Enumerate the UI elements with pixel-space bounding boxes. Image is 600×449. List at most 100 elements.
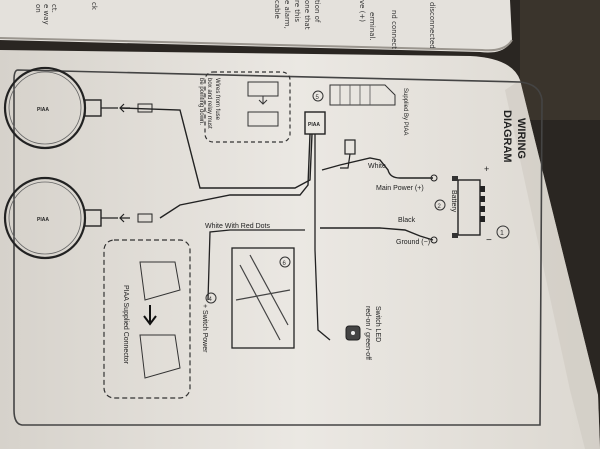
main-power-label: Main Power (+)	[376, 185, 424, 192]
connector-illustration-top	[139, 261, 181, 301]
battery: Battery + −	[450, 164, 492, 246]
fuse-wire	[340, 153, 351, 169]
top-page-line: one that	[303, 0, 311, 30]
left-margin-line: on	[34, 4, 42, 13]
page-curl-shadow	[505, 80, 600, 449]
top-page-text-block: disconnected nd connect	[390, 2, 436, 49]
left-margin-text: ck	[90, 2, 98, 11]
main-page	[0, 50, 600, 449]
relay-holder-icon	[247, 111, 279, 127]
fuse-note-text: Wires from fuse box and relay must be po…	[198, 78, 220, 129]
battery-minus-sign: −	[486, 235, 492, 246]
part-detail	[339, 85, 371, 105]
piaa-connector-box: PIAA Supplied Connector	[103, 239, 191, 399]
switch-wire	[314, 134, 331, 341]
step-circle	[205, 292, 217, 304]
ground-label: Ground (−)	[396, 239, 430, 246]
title-line-1: WIRING	[515, 118, 527, 159]
switch-led-sublabel: red-on / green-off	[364, 306, 371, 360]
white-red-dots-label: White With Red Dots	[205, 223, 270, 230]
white-red-dots-wire	[207, 229, 305, 301]
lamp-lens	[8, 71, 82, 145]
fog-lamp-upper: PIAA	[3, 66, 153, 150]
step-circle	[312, 90, 324, 102]
lamp-brand: PIAA	[37, 217, 49, 223]
ring-terminal	[430, 174, 438, 182]
dashed-box	[103, 239, 191, 399]
top-page-text-block-2: ve (+) erminal.	[358, 0, 376, 41]
top-page-line: erminal.	[368, 12, 376, 41]
fuse-note-box: Wires from fuse box and relay must be po…	[198, 71, 291, 143]
switch-label-group: Switch LED red-on / green-off	[364, 306, 381, 360]
piaa-connector-label: PIAA Supplied Connector	[122, 285, 129, 365]
lamp-brand: PIAA	[37, 107, 49, 113]
left-margin-line: ck	[90, 2, 98, 11]
lamp-lens	[8, 181, 82, 255]
top-page-line: disconnected	[428, 2, 436, 49]
background-object	[520, 0, 600, 120]
relay-brand: PIAA	[308, 122, 320, 128]
top-page-line: tion of	[313, 0, 321, 23]
top-page-line: nd connect	[390, 10, 398, 49]
title-group: WIRING DIAGRAM	[501, 110, 527, 163]
left-margin-text-2: on e way ct.	[34, 4, 58, 25]
battery-plus-sign: +	[484, 164, 489, 174]
top-page-text-block-3: tion of one that re this e alarm, cable	[273, 0, 321, 30]
switch-led	[351, 331, 355, 335]
lamp-harness-wire-upper	[119, 107, 313, 189]
step-number: 2	[438, 204, 442, 210]
title-line-2: DIAGRAM	[501, 110, 513, 163]
battery-cell	[480, 196, 485, 202]
white-wire-label: White	[368, 163, 386, 170]
step-number: 4	[209, 297, 213, 303]
wire-tie-inset: 6	[231, 247, 295, 349]
inset-illustration	[235, 254, 291, 341]
battery-terminal-negative	[452, 233, 458, 238]
down-arrow-icon	[143, 305, 157, 326]
battery-cell	[480, 216, 485, 222]
battery-cell	[480, 186, 485, 192]
arrow-left-icon	[119, 213, 130, 223]
step-circle	[434, 199, 446, 211]
left-margin-line: e way	[42, 4, 50, 25]
diagram-frame	[13, 69, 543, 426]
ground-wire	[320, 227, 434, 241]
switch-power-group: + Switch Power	[201, 304, 208, 353]
battery-terminal-positive	[452, 176, 458, 181]
part-outline	[329, 84, 396, 106]
battery-cell	[480, 206, 485, 212]
supplied-by-piaa-label: Supplied By PIAA	[402, 88, 408, 135]
fuse-note-line: box and relay must	[206, 78, 212, 129]
supplied-part-illustration: Supplied By PIAA	[329, 84, 408, 135]
left-margin-line: ct.	[50, 4, 58, 13]
step-circle	[279, 256, 291, 268]
main-power-wire	[321, 157, 433, 179]
top-page-line: cable	[273, 0, 281, 19]
led-switch	[345, 325, 361, 341]
ground-ring-terminal	[430, 236, 438, 244]
top-page-line: e alarm,	[283, 0, 291, 29]
lamp-harness-wire	[159, 133, 311, 219]
step-number: 1	[500, 230, 504, 237]
switch-power-label: + Switch Power	[201, 304, 208, 353]
arrow-left-icon	[119, 103, 130, 113]
down-arrow-icon	[258, 96, 268, 105]
fuse-note-line: Wires from fuse	[214, 78, 220, 121]
lamp-connector	[137, 103, 153, 113]
switch-led-label: Switch LED	[374, 306, 381, 342]
dashed-box	[204, 71, 291, 143]
fog-lamp-lower: PIAA	[3, 176, 153, 260]
step-number: 6	[283, 261, 287, 267]
fuse-note-line: be pointing down.	[198, 78, 204, 125]
top-page-line: ve (+)	[358, 0, 366, 22]
step-circle	[496, 225, 510, 239]
connector-illustration-bottom	[139, 334, 181, 379]
step-number: 5	[316, 95, 320, 101]
inset-box	[231, 247, 295, 349]
top-page-line: re this	[293, 0, 301, 22]
battery-label: Battery	[450, 190, 457, 213]
top-page-edge	[0, 37, 513, 52]
top-page	[0, 0, 512, 53]
